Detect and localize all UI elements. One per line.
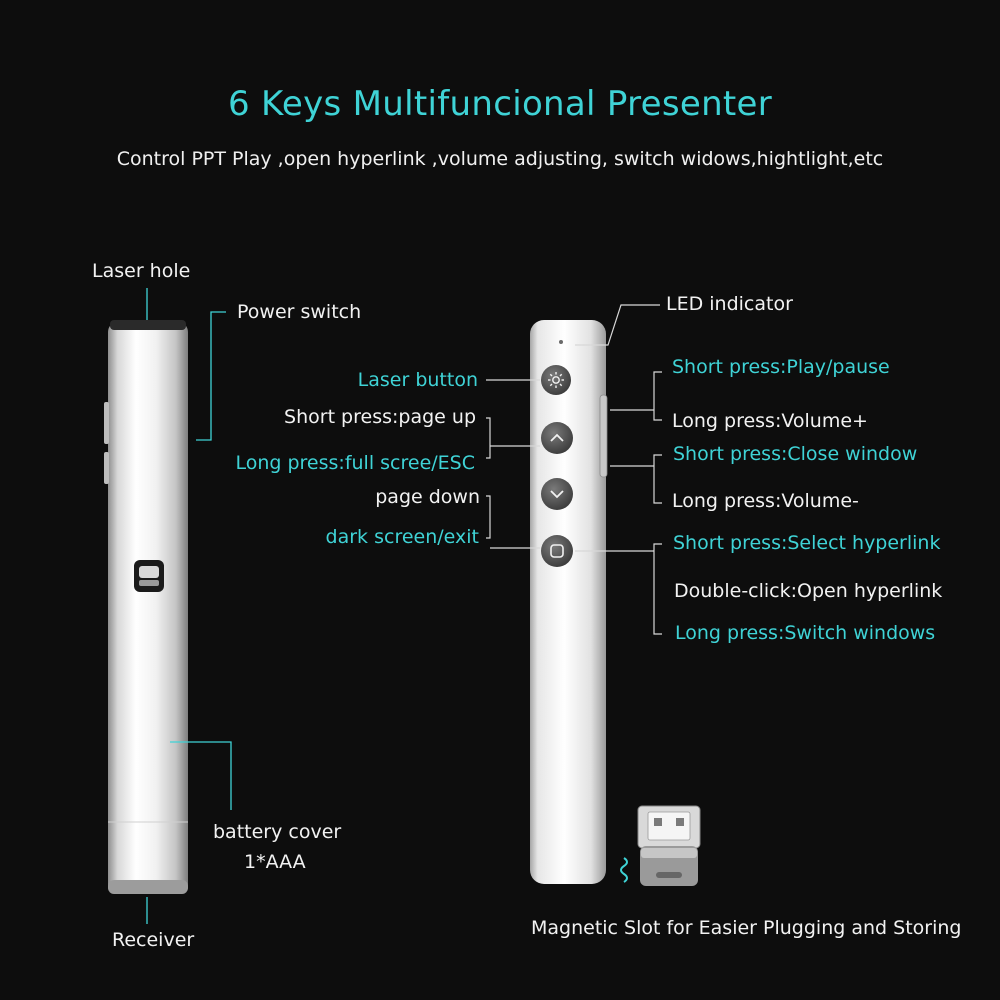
laser-button-label: Laser button [357, 369, 478, 391]
presenter-front-view [530, 320, 608, 884]
left-connectors [146, 288, 232, 924]
full-screen-label: Long press:full scree/ESC [235, 452, 475, 474]
battery-type-label: 1*AAA [244, 851, 306, 873]
chevron-down-icon [550, 490, 564, 499]
close-window-label: Short press:Close window [673, 443, 918, 465]
receiver-label: Receiver [112, 929, 195, 951]
page-title: 6 Keys Multifuncional Presenter [227, 84, 773, 124]
page-up-button[interactable] [541, 422, 573, 454]
play-pause-label: Short press:Play/pause [672, 356, 890, 378]
lanyard-hole-icon [134, 560, 164, 592]
sun-icon [548, 372, 564, 388]
usb-receiver [637, 805, 701, 886]
right-connectors [575, 304, 662, 635]
chevron-up-icon [550, 433, 564, 442]
switch-windows-label: Long press:Switch windows [675, 622, 936, 644]
square-icon [550, 544, 564, 558]
select-hyperlink-label: Short press:Select hyperlink [673, 532, 941, 554]
hyperlink-button[interactable] [541, 535, 573, 567]
laser-hole-label: Laser hole [92, 260, 191, 282]
power-switch-label: Power switch [237, 301, 362, 323]
presenter-side-view [104, 320, 188, 894]
receiver-caption: Magnetic Slot for Easier Plugging and St… [531, 917, 962, 939]
open-hyperlink-label: Double-click:Open hyperlink [674, 580, 943, 602]
volume-up-label: Long press:Volume+ [672, 410, 868, 432]
page-up-label: Short press:page up [284, 406, 476, 428]
center-connectors [486, 379, 540, 549]
magnet-wave-icon [620, 857, 628, 883]
battery-cover-label: battery cover [213, 821, 342, 843]
dark-screen-label: dark screen/exit [325, 526, 479, 548]
page-subtitle: Control PPT Play ,open hyperlink ,volume… [116, 148, 884, 170]
volume-down-label: Long press:Volume- [672, 490, 859, 512]
led-indicator-light [559, 340, 563, 344]
led-indicator-label: LED indicator [666, 293, 793, 315]
laser-button[interactable] [541, 365, 571, 395]
page-down-label: page down [375, 486, 480, 508]
page-down-button[interactable] [541, 478, 573, 510]
